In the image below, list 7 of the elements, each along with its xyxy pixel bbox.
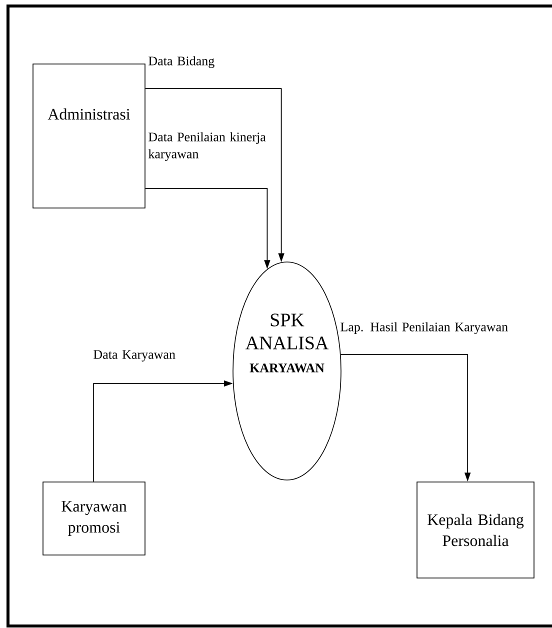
edge-label: Data Bidang: [148, 56, 214, 68]
entity-box: Kepala Bidang Personalia: [416, 482, 534, 578]
edge-label: Lap. Hasil Penilaian Karyawan: [340, 322, 508, 334]
edge-label: Data Karyawan: [94, 350, 176, 362]
edge-label: Data Penilaian kinerja karyawan: [148, 132, 266, 162]
entity-box: Karyawan promosi: [42, 482, 146, 556]
entity-box: Administrasi: [32, 64, 146, 208]
